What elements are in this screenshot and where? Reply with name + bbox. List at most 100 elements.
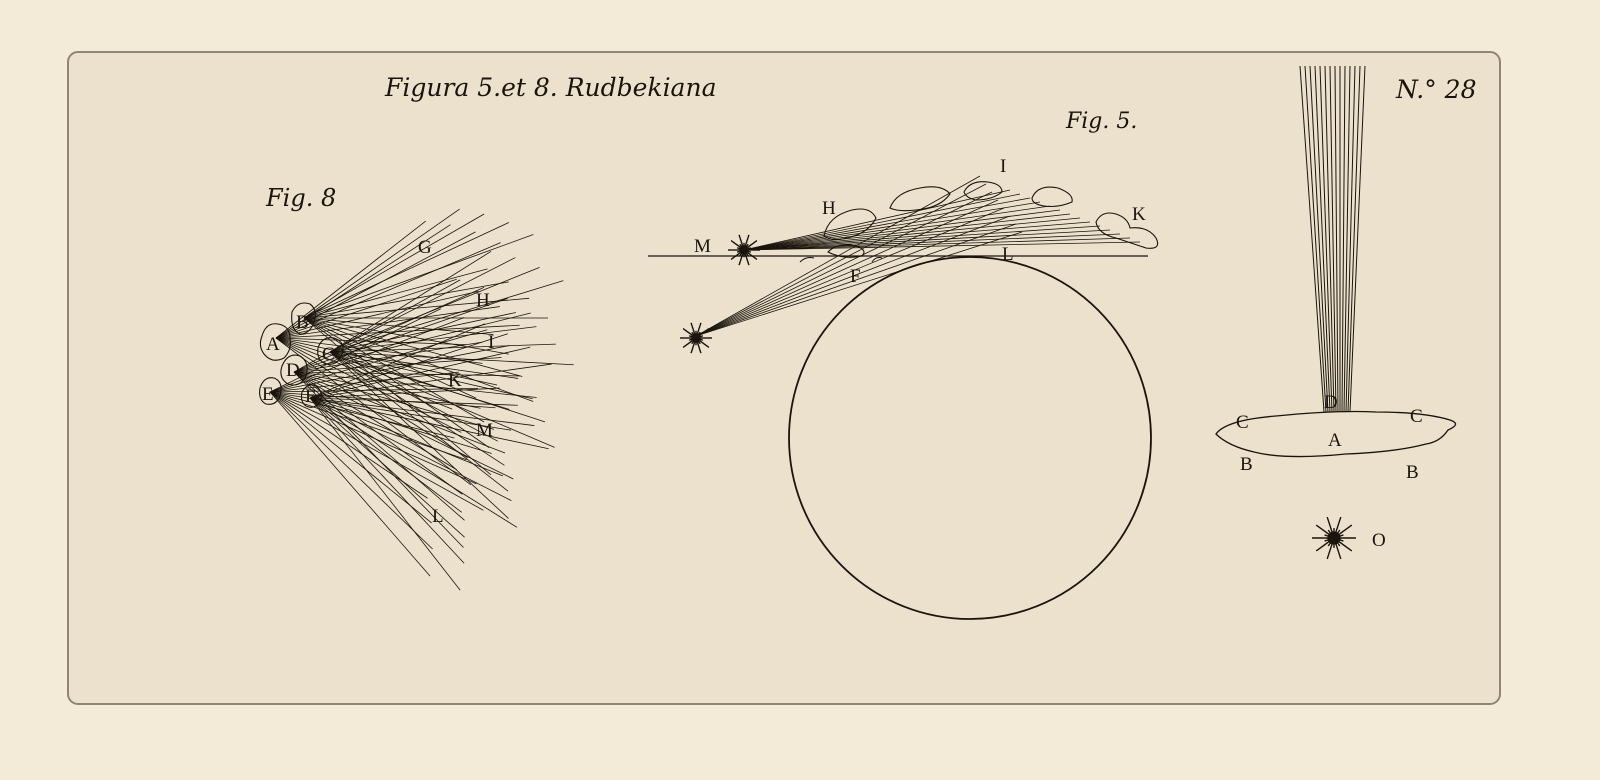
fig8-label-c: C (322, 344, 335, 365)
cloud-d (280, 354, 308, 386)
right-label-b-right: B (1406, 462, 1419, 483)
fig8-ray (309, 397, 518, 528)
fig8-ray (309, 397, 461, 591)
fig8-ray (269, 387, 478, 393)
fig8-ray (293, 371, 458, 471)
fig8-comet-rays (269, 208, 574, 591)
fig5-ray-lower (695, 231, 1023, 337)
fig5-label-m: M (694, 236, 711, 257)
fig8-ray (275, 337, 462, 433)
right-label-a: A (1328, 430, 1342, 451)
fig5-ray-upper (743, 217, 1081, 251)
fig5-cloud-upper-right (1031, 186, 1073, 208)
fig5-cloud-mid (889, 186, 951, 212)
fig5-ray-upper (743, 233, 1121, 251)
right-labels: D C C A B B O (1236, 392, 1423, 551)
right-tail-ray (1324, 65, 1335, 413)
fig8-ray (269, 391, 496, 409)
fig8-ray (269, 391, 432, 524)
fig8-label-g: G (418, 237, 432, 258)
fig8-ray (329, 351, 555, 448)
fig8-ray (293, 341, 482, 373)
fig8-ray (269, 308, 441, 393)
fig8-ray (309, 397, 492, 454)
fig5-ray-upper (743, 221, 1091, 251)
fig8-ray (329, 351, 509, 519)
fig8-ray (309, 387, 500, 399)
fig8-ray (269, 329, 488, 393)
fig8-clouds (259, 302, 344, 408)
fig8-ray (293, 298, 508, 373)
star-core (691, 333, 701, 343)
fig8-ray (269, 317, 465, 393)
right-nucleus-cloud (1215, 410, 1457, 458)
fig5-ray-upper (743, 213, 1071, 251)
right-tail-ray (1329, 65, 1337, 413)
star-core (1327, 531, 1341, 545)
fig8-ray (309, 323, 486, 399)
cloud-c (317, 337, 344, 365)
right-comet-tail (1299, 65, 1366, 413)
right-label-c-left: C (1236, 412, 1249, 433)
plate-title: Figura 5.et 8. Rudbekiana (384, 73, 716, 102)
fig8-ray (309, 333, 508, 399)
fig5-ray-lower (695, 215, 1011, 337)
fig8-label-e: E (262, 384, 274, 405)
right-tail-ray (1309, 65, 1329, 413)
fig8-ray (275, 337, 468, 459)
fig8-ray (269, 391, 433, 550)
fig5-comet-rays (695, 175, 1141, 337)
fig8-ray (329, 280, 564, 353)
right-tail-ray (1319, 65, 1333, 413)
right-tail-ray (1299, 65, 1325, 413)
fig8-ray (269, 391, 431, 577)
fig8-ray (309, 397, 512, 501)
fig8-ray (329, 257, 516, 353)
fig8-ray (309, 346, 531, 399)
fig8-ray (329, 351, 519, 379)
right-tail-ray (1347, 65, 1361, 413)
fig8-ray (293, 371, 520, 377)
fig8-label-i: I (488, 332, 494, 353)
cloud-a (259, 323, 291, 361)
right-tail-ray (1343, 65, 1351, 413)
right-tail-ray (1349, 65, 1366, 413)
fig8-ray (303, 317, 477, 399)
cloud-b (291, 302, 316, 335)
fig8-ray (303, 268, 488, 319)
fig8-label-k: K (448, 370, 462, 391)
fig8-ray (293, 312, 531, 373)
right-label-c-right: C (1410, 406, 1423, 427)
right-tail-ray (1334, 65, 1339, 413)
cloud-f (300, 384, 322, 408)
fig5-cloud-hook-left (799, 256, 815, 263)
fig5-label-l: L (1002, 244, 1014, 265)
fig5-ray-upper (743, 189, 1011, 251)
fig5-stars (680, 234, 760, 354)
fig8-ray (329, 312, 516, 353)
fig8-ray (303, 208, 460, 319)
fig8-caption: Fig. 8 (265, 184, 336, 212)
fig5-label-k: K (1132, 204, 1146, 225)
fig5-ray-lower (695, 183, 987, 337)
right-label-d: D (1324, 392, 1338, 413)
fig8-ray (309, 397, 549, 450)
cloud-e (259, 377, 282, 405)
fig8-ray (329, 351, 505, 466)
fig8-ray (269, 345, 510, 393)
fig8-ray (275, 278, 457, 339)
fig8-label-l: L (432, 506, 444, 527)
fig5-cloud-hook-right (871, 256, 883, 263)
fig5-ray-lower (695, 207, 1005, 337)
fig5-ray-upper (743, 205, 1051, 251)
plate-number: N.° 28 (1395, 75, 1476, 104)
fig8-ray (269, 391, 484, 511)
fig8-ray (309, 397, 465, 538)
fig8-label-h: H (476, 290, 490, 311)
fig8-labels: A B C D E F G H I K M L (262, 237, 494, 527)
fig8-ray (269, 371, 460, 393)
fig8-ray (309, 397, 465, 564)
fig5-labels: M H I K L F (694, 156, 1146, 287)
